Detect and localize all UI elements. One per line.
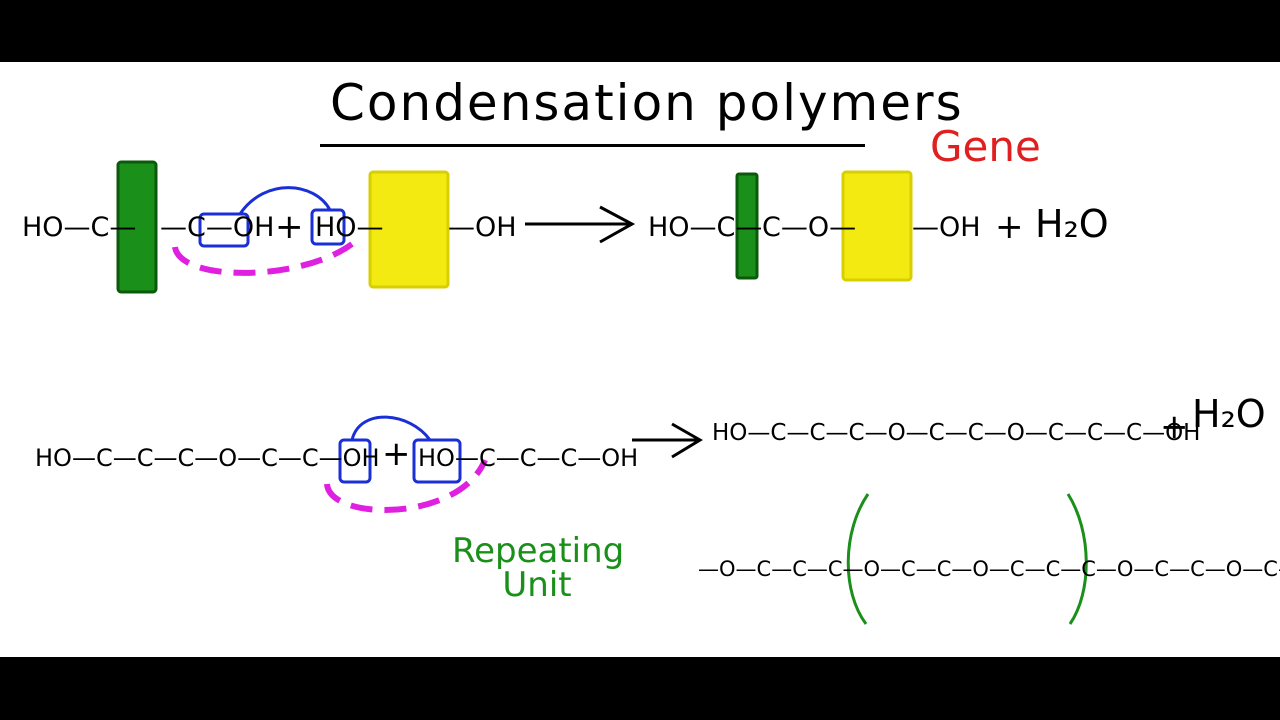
row1-reactant1-head: HO—C—	[22, 212, 137, 243]
yellow-block-reactant	[368, 170, 450, 289]
h-box-row1	[310, 208, 346, 246]
magenta-dash-row1	[172, 241, 354, 276]
annotation-gene: Gene	[930, 122, 1041, 171]
row1-product-right: —OH	[912, 212, 981, 243]
reaction-arrow-row2	[632, 422, 703, 459]
whiteboard: Condensation polymers Gene HO—C— —C—OH +…	[0, 62, 1280, 657]
row1-reactant2-tail: —OH	[448, 212, 517, 243]
row1-plus: +	[275, 207, 304, 247]
green-block-product	[735, 172, 759, 280]
bracket-right	[1066, 493, 1088, 625]
row2-reactant1: HO—C—C—C—O—C—C—OH	[35, 444, 380, 472]
bracket-left	[846, 493, 870, 625]
oh-box-row1	[198, 212, 250, 248]
blue-arc-row1	[238, 186, 332, 215]
row1-product-left: HO—C—	[648, 212, 763, 243]
magenta-dash-row2	[324, 458, 488, 514]
row1-product-mid: C—O—	[762, 212, 857, 243]
row1-reactant1-tail: —C—OH	[160, 212, 275, 243]
row2-plus: +	[382, 434, 411, 474]
row1-plus2: +	[995, 207, 1024, 247]
row2-water: H₂O	[1192, 392, 1266, 436]
row2-reactant2: HO—C—C—C—OH	[418, 444, 639, 472]
title-underline	[320, 144, 865, 147]
page-title: Condensation polymers	[330, 74, 964, 132]
oh-box-row2	[338, 438, 372, 484]
row2-product: HO—C—C—C—O—C—C—O—C—C—C—OH	[712, 420, 1201, 446]
green-block-reactant	[116, 160, 158, 294]
highlight-layer	[116, 160, 1088, 625]
ho-box-row2	[412, 438, 462, 484]
blue-arc-row2	[350, 415, 432, 441]
polymer-chain: —O—C—C—C—O—C—C—O—C—C—C—O—C—C—O—C—C—	[698, 557, 1280, 581]
row2-plus2: +	[1160, 407, 1189, 447]
reaction-arrow-row1	[525, 205, 636, 244]
yellow-block-product	[841, 170, 913, 282]
row1-reactant2-head: HO—	[315, 212, 384, 243]
annotation-repeating-unit: Repeating Unit	[452, 531, 625, 605]
row1-water: H₂O	[1035, 202, 1109, 246]
